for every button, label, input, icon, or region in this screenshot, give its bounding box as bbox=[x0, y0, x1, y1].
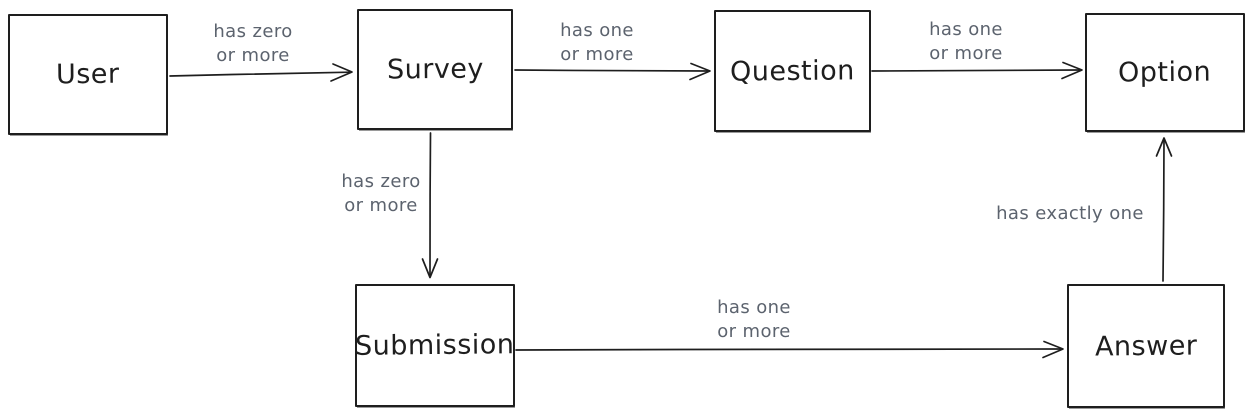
edge-label-survey-submission: has zero or more bbox=[321, 170, 441, 218]
arrowhead-icon bbox=[1061, 61, 1083, 80]
arrow-line bbox=[429, 132, 432, 277]
arrow-submission-answer bbox=[515, 340, 1064, 359]
edge-label-line: or more bbox=[216, 45, 290, 66]
edge-label-answer-option: has exactly one bbox=[990, 202, 1150, 226]
node-survey-label: Survey bbox=[386, 53, 484, 86]
edge-label-line: or more bbox=[344, 195, 418, 216]
node-submission-label: Submission bbox=[355, 329, 515, 362]
arrow-answer-option bbox=[1155, 137, 1173, 282]
node-answer-label: Answer bbox=[1094, 329, 1198, 363]
edge-label-line: has one bbox=[717, 297, 791, 318]
arrow-line bbox=[514, 69, 709, 72]
arrowhead-icon bbox=[689, 62, 711, 81]
node-option-label: Option bbox=[1118, 56, 1212, 89]
arrow-user-survey bbox=[169, 63, 353, 82]
edge-label-line: or more bbox=[717, 321, 791, 342]
node-option: Option bbox=[1085, 13, 1245, 132]
arrow-line bbox=[871, 69, 1081, 72]
arrow-line bbox=[169, 71, 351, 77]
arrow-line bbox=[515, 348, 1062, 351]
edge-label-line: has one bbox=[929, 19, 1003, 40]
node-user-label: User bbox=[56, 58, 120, 91]
arrow-line bbox=[1162, 138, 1165, 282]
node-answer: Answer bbox=[1067, 284, 1225, 408]
arrowhead-icon bbox=[330, 63, 353, 82]
edge-label-line: has zero bbox=[341, 171, 421, 192]
edge-label-line: has exactly one bbox=[996, 203, 1144, 224]
edge-label-question-option: has one or more bbox=[906, 18, 1026, 66]
arrowhead-icon bbox=[1042, 340, 1064, 359]
node-question-label: Question bbox=[729, 54, 856, 88]
arrowhead-icon bbox=[1155, 137, 1173, 157]
arrow-question-option bbox=[871, 61, 1083, 80]
edge-label-submission-answer: has one or more bbox=[694, 296, 814, 344]
edge-label-survey-question: has one or more bbox=[537, 19, 657, 67]
arrowhead-icon bbox=[421, 258, 439, 279]
edge-label-line: or more bbox=[560, 44, 634, 65]
node-submission: Submission bbox=[355, 284, 515, 407]
node-user: User bbox=[8, 14, 168, 135]
edge-label-line: has one bbox=[560, 20, 634, 41]
edge-label-line: has zero bbox=[213, 21, 293, 42]
node-question: Question bbox=[714, 10, 871, 132]
edge-label-user-survey: has zero or more bbox=[193, 20, 313, 68]
arrow-survey-submission bbox=[421, 132, 439, 279]
node-survey: Survey bbox=[357, 9, 513, 130]
arrow-survey-question bbox=[514, 62, 711, 81]
edge-label-line: or more bbox=[929, 43, 1003, 64]
